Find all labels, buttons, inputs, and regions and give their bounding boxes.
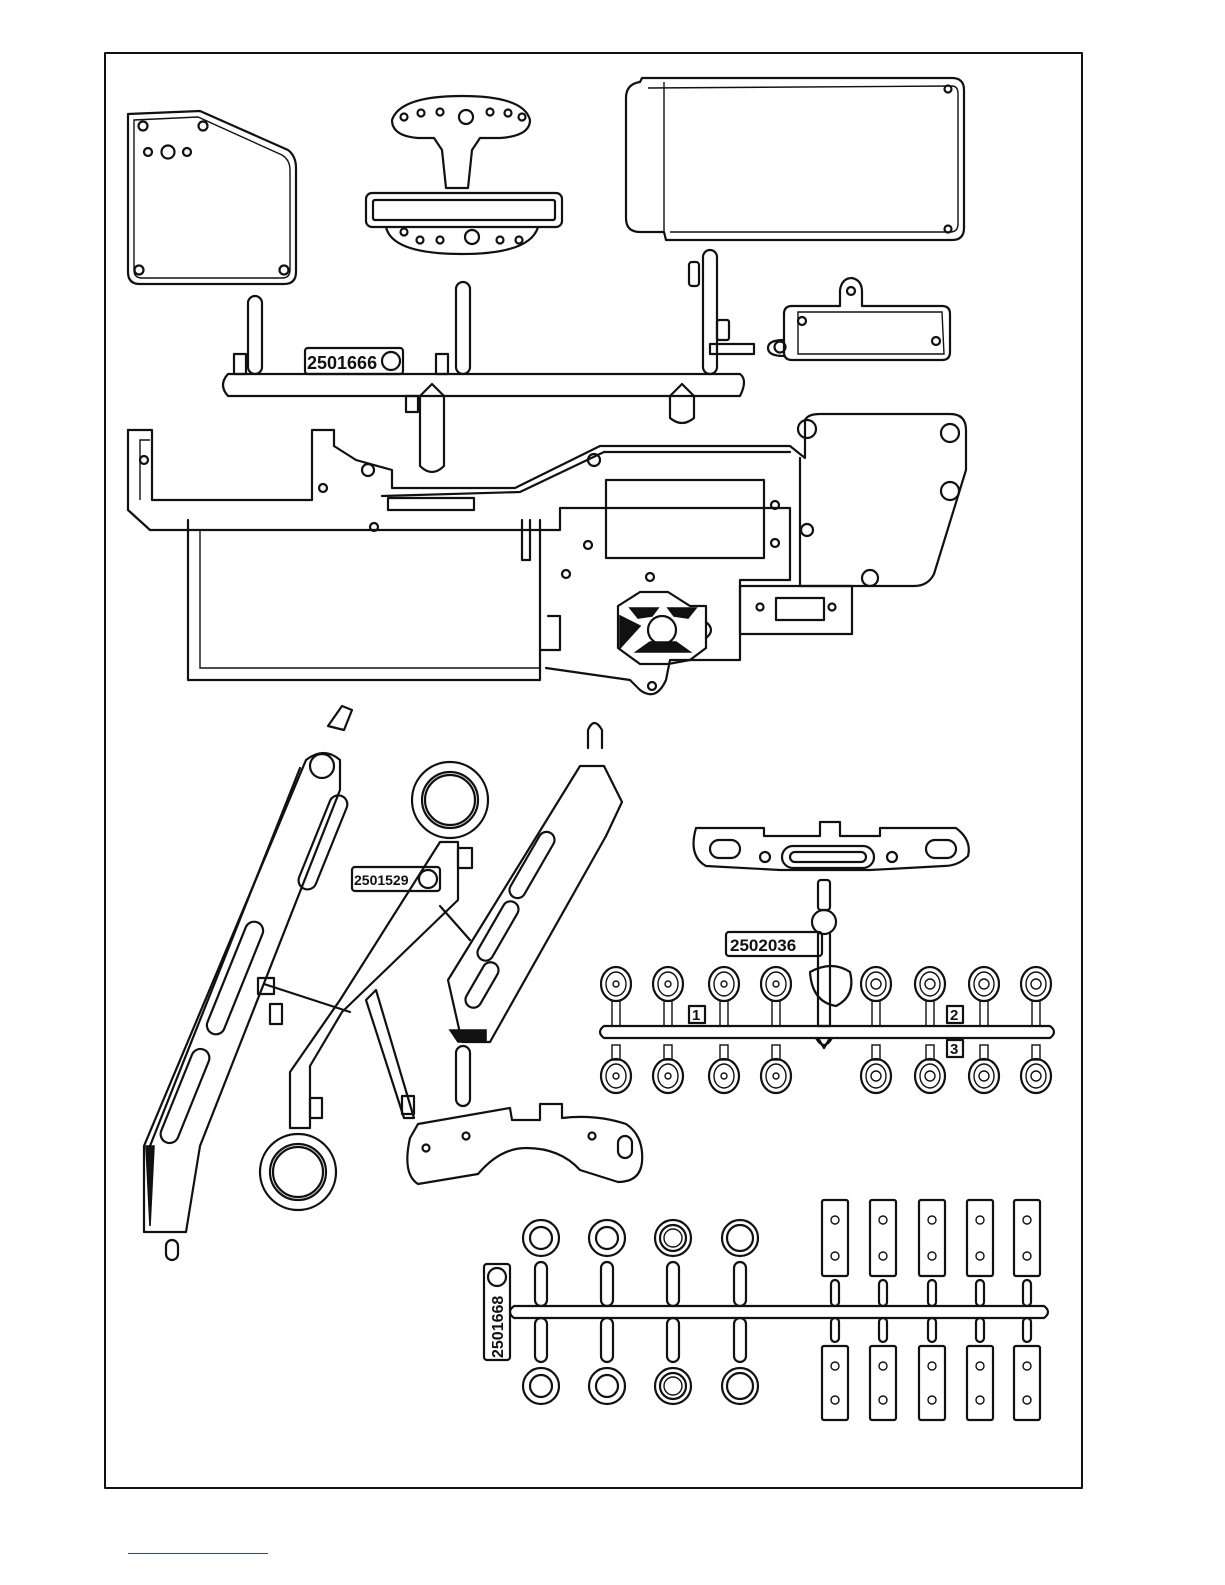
shim-washer <box>653 967 683 1026</box>
gate <box>928 1280 936 1306</box>
shim-washer <box>709 1045 739 1093</box>
shim-washer <box>1021 1045 1051 1093</box>
sprue-c-runner <box>600 880 1054 1048</box>
shim-washer <box>969 1045 999 1093</box>
gate <box>734 1318 746 1362</box>
gate <box>667 1318 679 1362</box>
footer-link-underline <box>128 1553 268 1554</box>
gate <box>831 1280 839 1306</box>
sprue-d-runner <box>510 1306 1048 1318</box>
spacer-ring <box>655 1220 691 1256</box>
shim-washer <box>915 967 945 1026</box>
shim-washer <box>653 1045 683 1093</box>
gate <box>928 1318 936 1342</box>
gate <box>667 1262 679 1306</box>
shim-plate <box>1014 1200 1040 1276</box>
sheet-frame <box>105 53 1082 1488</box>
position-label: 3 <box>950 1041 958 1058</box>
gate <box>976 1280 984 1306</box>
position-label: 1 <box>692 1007 700 1024</box>
shim-washer <box>601 967 631 1026</box>
part-number-tag: 2502036 <box>726 932 822 956</box>
spacer-ring <box>523 1368 559 1404</box>
battery-cover <box>626 78 964 240</box>
sprue-a-runner <box>223 250 754 472</box>
spacer-parts <box>523 1200 1040 1420</box>
shim-washer <box>969 967 999 1026</box>
body-mount-ring-bottom <box>260 1134 336 1210</box>
shim-washer <box>861 1045 891 1093</box>
gate <box>1023 1318 1031 1342</box>
body-mount-ring-top <box>412 762 488 838</box>
spacer-ring <box>722 1220 758 1256</box>
shim-parts <box>601 967 1051 1093</box>
shim-plate <box>919 1200 945 1276</box>
shim-washer <box>915 1045 945 1093</box>
position-label: 2 <box>950 1007 958 1024</box>
sprue-c: 2502036 1 2 3 <box>600 822 1054 1093</box>
part-number-text: 2502036 <box>730 936 796 955</box>
gate <box>535 1318 547 1362</box>
shim-washer <box>761 1045 791 1093</box>
gate <box>879 1318 887 1342</box>
rear-bracket <box>407 1104 642 1184</box>
part-number-text: 2501666 <box>307 353 377 373</box>
shim-plate <box>1014 1346 1040 1420</box>
shim-plate <box>822 1346 848 1420</box>
shim-plate <box>870 1346 896 1420</box>
shim-plate <box>967 1346 993 1420</box>
shim-plate <box>822 1200 848 1276</box>
switch-plate <box>768 278 950 360</box>
gate <box>535 1262 547 1306</box>
part-number-tag: 2501529 <box>352 867 440 891</box>
shim-plate <box>919 1346 945 1420</box>
shim-washer <box>761 967 791 1026</box>
part-number-tag: 2501666 <box>305 348 403 374</box>
gate <box>831 1318 839 1342</box>
gate <box>601 1318 613 1362</box>
spacer-ring <box>523 1220 559 1256</box>
shim-washer <box>601 1045 631 1093</box>
shim-plate <box>870 1200 896 1276</box>
gate <box>879 1280 887 1306</box>
shim-plate <box>967 1200 993 1276</box>
spacer-ring <box>589 1220 625 1256</box>
shim-washer <box>1021 967 1051 1026</box>
servo-horn <box>366 96 562 254</box>
part-number-text: 2501668 <box>490 1296 507 1358</box>
spacer-ring <box>655 1368 691 1404</box>
shim-washer <box>709 967 739 1026</box>
gate <box>734 1262 746 1306</box>
bumper-plate <box>694 822 969 870</box>
part-number-tag: 2501668 <box>484 1264 510 1360</box>
gate <box>1023 1280 1031 1306</box>
servo-plate <box>128 111 296 284</box>
gate <box>976 1318 984 1342</box>
part-number-text: 2501529 <box>354 872 409 888</box>
spacer-ring <box>722 1368 758 1404</box>
chassis-tub <box>128 414 966 694</box>
spacer-ring <box>589 1368 625 1404</box>
side-rail-left <box>144 706 352 1260</box>
gate <box>601 1262 613 1306</box>
shim-washer <box>861 967 891 1026</box>
sprue-d: 2501668 <box>484 1200 1048 1420</box>
sprue-b: 2501529 <box>144 706 642 1260</box>
